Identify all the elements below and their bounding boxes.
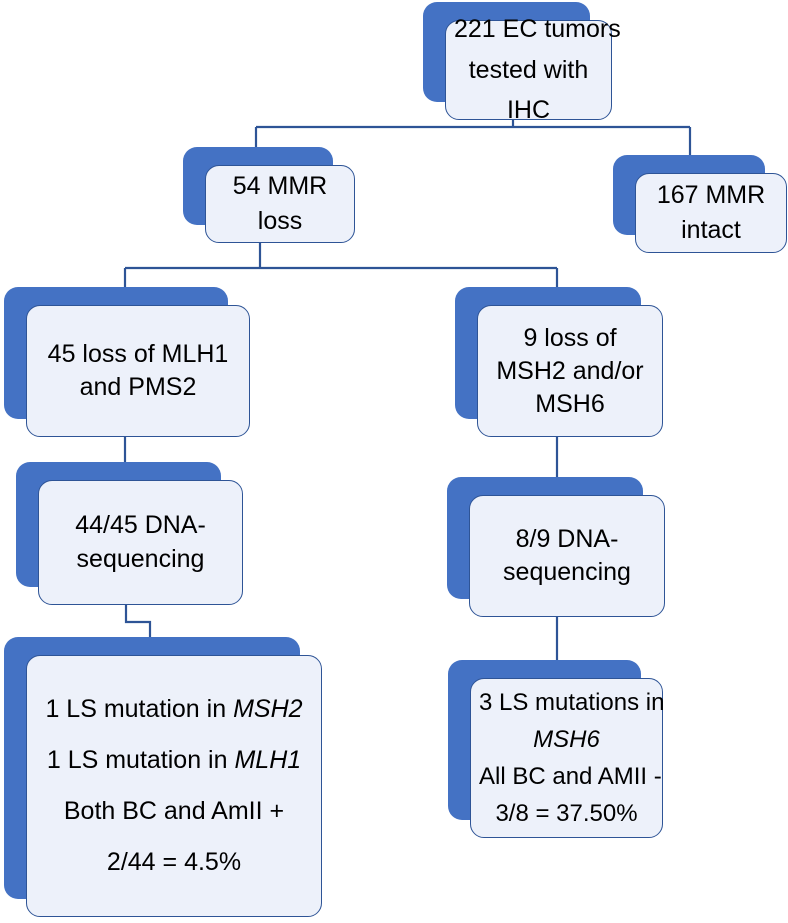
node-text-line: tested with bbox=[468, 55, 589, 84]
node-text-line: 3 LS mutations in bbox=[479, 688, 665, 716]
node-8-9-dna-sequencing[interactable]: 8/9 DNA- sequencing bbox=[447, 477, 665, 617]
node-text-plain: 1 LS mutation in bbox=[45, 694, 234, 723]
node-card: 3 LS mutations in MSH6 All BC and AMII -… bbox=[470, 678, 665, 838]
node-text-line: loss bbox=[257, 207, 303, 235]
node-44-45-dna-sequencing[interactable]: 44/45 DNA- sequencing bbox=[16, 462, 243, 605]
connector-sequencing-to-result-left bbox=[124, 603, 152, 639]
node-result-left[interactable]: 1 LS mutation in MSH2 1 LS mutation in M… bbox=[4, 637, 322, 917]
node-text-line: sequencing bbox=[503, 558, 631, 586]
node-text-line: and PMS2 bbox=[79, 373, 197, 401]
node-text-line: 54 MMR bbox=[232, 171, 328, 200]
node-221-ec-tumors[interactable]: 221 EC tumors tested with IHC bbox=[423, 2, 621, 124]
node-text-line: 167 MMR bbox=[656, 180, 766, 209]
node-result-right[interactable]: 3 LS mutations in MSH6 All BC and AMII -… bbox=[448, 660, 664, 838]
node-card: 8/9 DNA- sequencing bbox=[469, 495, 665, 617]
node-text-line: MSH2 and/or bbox=[496, 356, 644, 385]
node-card: 221 EC tumors tested with IHC bbox=[445, 15, 621, 124]
node-text-line: MSH6 bbox=[535, 389, 605, 418]
node-9-loss-msh2-msh6[interactable]: 9 loss of MSH2 and/or MSH6 bbox=[455, 287, 663, 437]
node-card: 9 loss of MSH2 and/or MSH6 bbox=[477, 305, 663, 437]
node-card: 44/45 DNA- sequencing bbox=[38, 480, 243, 605]
node-text-plain: 1 LS mutation in bbox=[46, 745, 235, 774]
gene-name-italic: MSH2 bbox=[233, 694, 303, 723]
node-text-line: 221 EC tumors bbox=[454, 15, 621, 44]
node-text-line: 44/45 DNA- bbox=[75, 511, 206, 539]
node-text-line: All BC and AMII - bbox=[479, 763, 662, 790]
node-text-line: 3/8 = 37.50% bbox=[495, 800, 638, 828]
node-text-line: Both BC and AmII + bbox=[63, 797, 285, 825]
gene-name-italic: MLH1 bbox=[234, 745, 302, 774]
node-167-mmr-intact[interactable]: 167 MMR intact bbox=[613, 155, 787, 253]
node-45-loss-mlh1-pms2[interactable]: 45 loss of MLH1 and PMS2 bbox=[4, 287, 250, 437]
node-text-line: MSH6 bbox=[479, 721, 654, 758]
node-54-mmr-loss[interactable]: 54 MMR loss bbox=[183, 147, 355, 243]
node-text-line: 1 LS mutation in MSH2 bbox=[35, 684, 313, 735]
node-card: 45 loss of MLH1 and PMS2 bbox=[26, 305, 250, 437]
node-card: 54 MMR loss bbox=[205, 165, 355, 243]
node-text-line: 45 loss of MLH1 bbox=[47, 340, 229, 368]
node-card: 1 LS mutation in MSH2 1 LS mutation in M… bbox=[26, 655, 322, 917]
node-text-line: 9 loss of bbox=[523, 323, 617, 352]
node-card: 167 MMR intact bbox=[635, 173, 787, 253]
node-text-line: 2/44 = 4.5% bbox=[106, 848, 242, 877]
node-text-line: 1 LS mutation in MLH1 bbox=[35, 735, 313, 786]
gene-name-italic: MSH6 bbox=[533, 725, 600, 753]
node-text-line: intact bbox=[681, 216, 741, 244]
node-text-line: sequencing bbox=[76, 544, 205, 573]
node-text-line: IHC bbox=[506, 96, 551, 125]
node-text-line: 8/9 DNA- bbox=[515, 524, 619, 553]
